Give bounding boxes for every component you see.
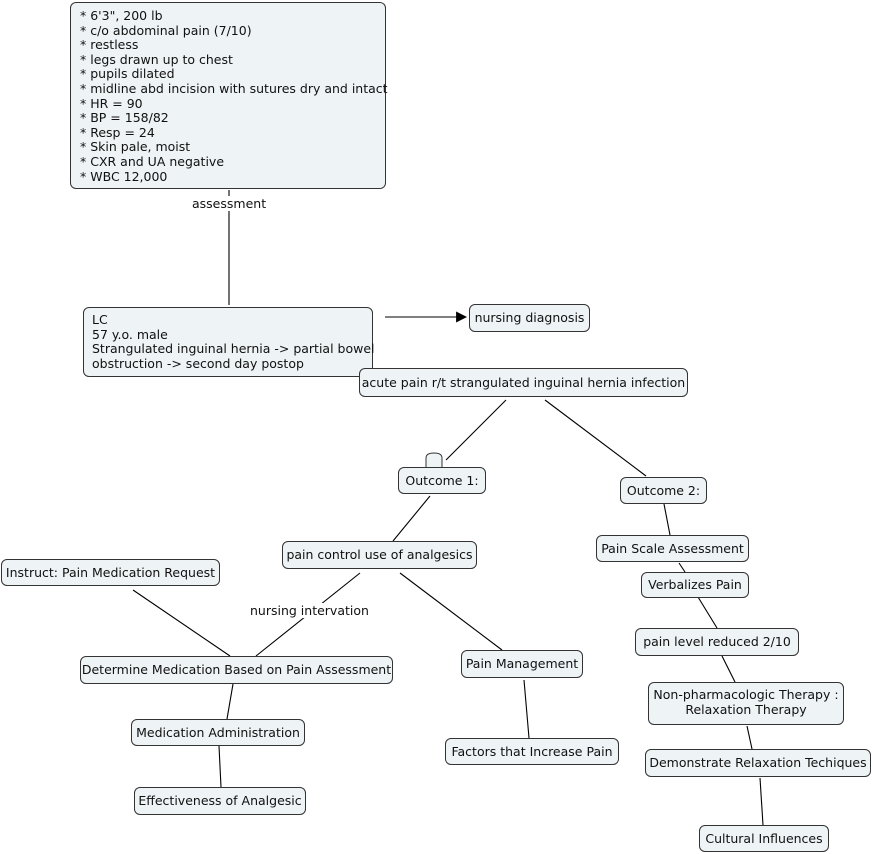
assessment-line: * 6'3", 200 lb [80, 8, 163, 23]
patient-line: 57 y.o. male [92, 326, 168, 342]
patient-line: obstruction -> second day postop [92, 355, 304, 371]
assessment-line: * CXR and UA negative [80, 153, 225, 169]
link-label-nursing-intervation: nursing intervation [248, 603, 371, 618]
assessment-line: * HR = 90 [80, 95, 143, 111]
effectiveness-node[interactable]: Effectiveness of Analgesic [134, 787, 306, 815]
link-determine-medadmin [226, 683, 234, 720]
link-nonpharm-demonstrate [746, 725, 753, 750]
link-paincontrol-painmgmt [399, 572, 503, 651]
pain-scale-node[interactable]: Pain Scale Assessment [596, 535, 749, 562]
link-painscale-verbalizes [678, 562, 686, 573]
assessment-data-box[interactable]: * 6'3", 200 lb * c/o abdominal pain (7/1… [70, 2, 388, 189]
non-pharmacologic-node[interactable]: Non-pharmacologic Therapy : Relaxation T… [648, 682, 844, 725]
factors-node[interactable]: Factors that Increase Pain [445, 738, 619, 765]
outcome-2-node[interactable]: Outcome 2: [620, 477, 707, 504]
determine-medication-node[interactable]: Determine Medication Based on Pain Asses… [80, 656, 393, 684]
non-pharm-line: Non-pharmacologic Therapy : [653, 687, 839, 702]
assessment-line: * c/o abdominal pain (7/10) [80, 22, 252, 38]
link-verbalizes-painlevel [697, 596, 718, 629]
outcome-1-node[interactable]: Outcome 1: [398, 467, 486, 494]
link-instruct-determine [132, 589, 231, 657]
assessment-line: * BP = 158/82 [80, 110, 169, 126]
link-demonstrate-cultural [759, 777, 764, 826]
demonstrate-node[interactable]: Demonstrate Relaxation Techiques [645, 749, 871, 777]
patient-box[interactable]: LC 57 y.o. male Strangulated inguinal he… [83, 307, 375, 377]
nursing-diagnosis-node[interactable]: nursing diagnosis [469, 304, 590, 332]
assessment-line: * pupils dilated [80, 66, 175, 82]
patient-line: Strangulated inguinal hernia -> partial … [92, 341, 375, 357]
link-outcome1-paincontrol [392, 495, 431, 542]
link-acute-outcome1 [445, 399, 507, 461]
cultural-influences-node[interactable]: Cultural Influences [699, 825, 829, 852]
outcome1-tab-marker [425, 452, 443, 468]
assessment-line: * midline abd incision with sutures dry … [80, 80, 388, 96]
pain-level-node[interactable]: pain level reduced 2/10 [635, 628, 799, 656]
non-pharm-line: Relaxation Therapy [685, 701, 807, 717]
assessment-line: * Resp = 24 [80, 124, 155, 140]
link-outcome2-painscale [663, 503, 671, 536]
assessment-line: * restless [80, 37, 139, 53]
pain-management-node[interactable]: Pain Management [461, 650, 583, 678]
pain-control-node[interactable]: pain control use of analgesics [282, 541, 477, 569]
assessment-line: * legs drawn up to chest [80, 51, 233, 67]
assessment-line: * WBC 12,000 [80, 168, 168, 184]
link-label-assessment: assessment [192, 196, 267, 211]
link-acute-outcome2 [544, 399, 647, 477]
link-medadmin-effectiveness [218, 745, 222, 788]
instruct-node[interactable]: Instruct: Pain Medication Request [1, 559, 220, 586]
link-painlevel-nonpharm [721, 655, 736, 683]
link-painmgmt-factors [523, 679, 530, 739]
assessment-line: * Skin pale, moist [80, 139, 191, 155]
acute-pain-node[interactable]: acute pain r/t strangulated inguinal her… [359, 368, 688, 397]
medication-administration-node[interactable]: Medication Administration [131, 719, 305, 746]
patient-line: LC [92, 312, 108, 327]
verbalizes-pain-node[interactable]: Verbalizes Pain [641, 572, 749, 598]
